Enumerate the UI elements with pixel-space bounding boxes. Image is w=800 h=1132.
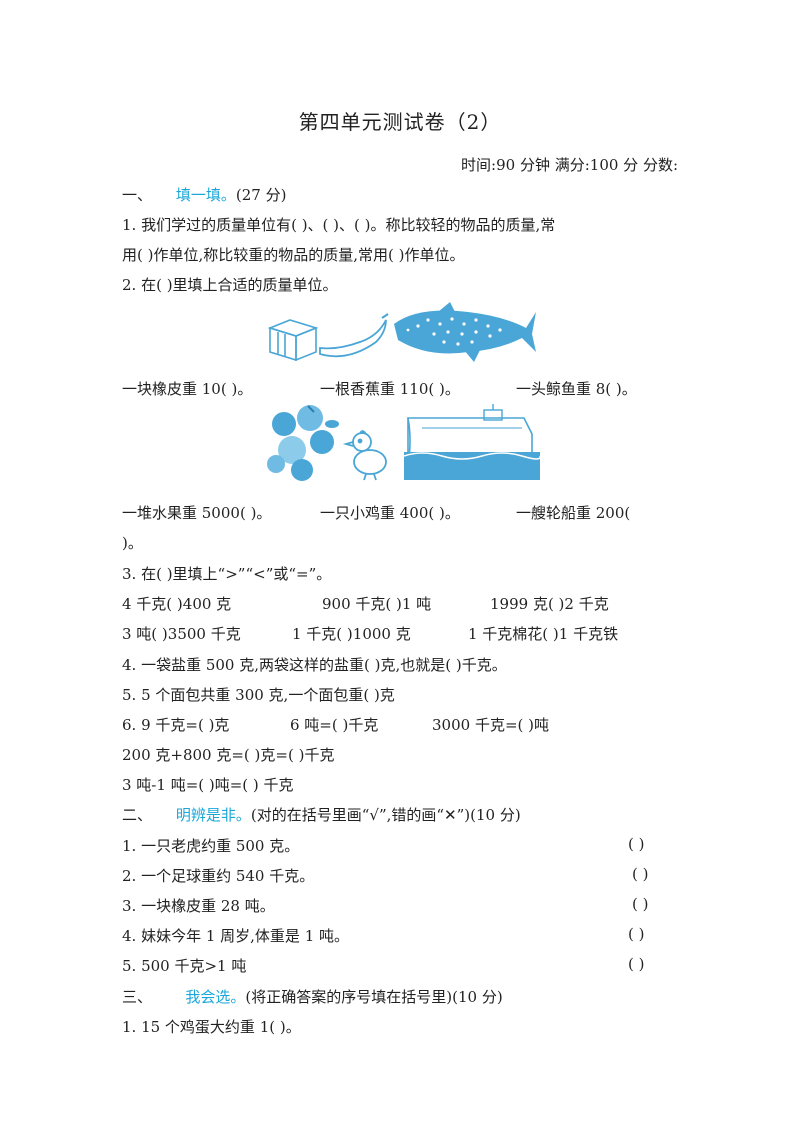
q4-line: 4. 一袋盐重 500 克,两袋这样的盐重( )克,也就是( )千克。: [122, 656, 507, 674]
judge-item: 4. 妹妹今年 1 周岁,体重是 1 吨。: [122, 927, 350, 945]
banana-icon: [319, 313, 389, 358]
q2-eraser: 一块橡皮重 10( )。: [122, 380, 253, 398]
q3-item: 1999 克( )2 千克: [490, 595, 609, 613]
q2-prompt: 2. 在( )里填上合适的质量单位。: [122, 276, 338, 294]
q6-item: 3000 千克=( )吨: [432, 716, 549, 734]
judge-answer-paren: ( ): [628, 835, 645, 853]
section-1-number: 一、: [122, 186, 153, 204]
q6-line-3: 3 吨-1 吨=( )吨=( ) 千克: [122, 776, 294, 794]
q6-item: 6 吨=( )千克: [290, 716, 379, 734]
section-1-score: (27 分): [235, 186, 287, 204]
q2-banana: 一根香蕉重 110( )。: [320, 380, 460, 398]
q1-line-1: 1. 我们学过的质量单位有( )、( )、( )。称比较轻的物品的质量,常: [122, 216, 556, 234]
judge-item: 1. 一只老虎约重 500 克。: [122, 837, 300, 855]
judge-item: 5. 500 千克>1 吨: [122, 957, 247, 975]
q2-ship: 一艘轮船重 200(: [516, 504, 631, 522]
q1-line-2: 用( )作单位,称比较重的物品的质量,常用( )作单位。: [122, 246, 465, 264]
q2-ship-tail: )。: [122, 534, 143, 552]
q3-item: 3 吨( )3500 千克: [122, 625, 241, 643]
q6-line-2: 200 克+800 克=( )克=( )千克: [122, 746, 335, 764]
section-1-name: 填一填。: [175, 186, 236, 204]
section-3-desc: (将正确答案的序号填在括号里)(10 分): [245, 988, 503, 1006]
fruit-chick-ship-illustration: [267, 404, 540, 481]
q6-item: 6. 9 千克=( )克: [122, 716, 230, 734]
judge-answer-paren: ( ): [632, 865, 649, 883]
section-3-title: 三、 我会选。(将正确答案的序号填在括号里)(10 分): [122, 986, 503, 1007]
fruit-pile-icon: [267, 405, 339, 481]
page-title: 第四单元测试卷（2）: [298, 110, 502, 134]
q2-chick: 一只小鸡重 400( )。: [320, 504, 460, 522]
q2-fruit: 一堆水果重 5000( )。: [122, 504, 272, 522]
choice-q1: 1. 15 个鸡蛋大约重 1( )。: [122, 1018, 301, 1036]
section-2-number: 二、: [122, 806, 153, 824]
eraser-banana-whale-illustration: [268, 302, 536, 362]
exam-meta: 时间:90 分钟 满分:100 分 分数:: [461, 156, 678, 174]
chick-icon: [342, 430, 387, 481]
judge-answer-paren: ( ): [632, 895, 649, 913]
judge-item: 2. 一个足球重约 540 千克。: [122, 867, 315, 885]
judge-item: 3. 一块橡皮重 28 吨。: [122, 897, 275, 915]
section-3-number: 三、: [122, 988, 153, 1006]
whale-shark-icon: [394, 302, 536, 362]
section-2-title: 二、 明辨是非。(对的在括号里画“√”,错的画“✕”)(10 分): [122, 804, 521, 825]
q3-item: 1 千克棉花( )1 千克铁: [468, 625, 619, 643]
q3-prompt: 3. 在( )里填上“>”“<”或“=”。: [122, 565, 332, 583]
q3-item: 1 千克( )1000 克: [292, 625, 411, 643]
q2-whale: 一头鲸鱼重 8( )。: [516, 380, 637, 398]
q3-item: 900 千克( )1 吨: [322, 595, 432, 613]
judge-answer-paren: ( ): [628, 925, 645, 943]
judge-answer-paren: ( ): [628, 955, 645, 973]
section-3-name: 我会选。: [185, 988, 246, 1006]
section-2-name: 明辨是非。: [175, 806, 251, 824]
section-2-desc: (对的在括号里画“√”,错的画“✕”)(10 分): [250, 806, 521, 824]
q3-item: 4 千克( )400 克: [122, 595, 232, 613]
eraser-icon: [268, 319, 319, 362]
ship-icon: [403, 404, 540, 480]
section-1-title: 一、 填一填。(27 分): [122, 184, 286, 205]
q5-line: 5. 5 个面包共重 300 克,一个面包重( )克: [122, 686, 395, 704]
